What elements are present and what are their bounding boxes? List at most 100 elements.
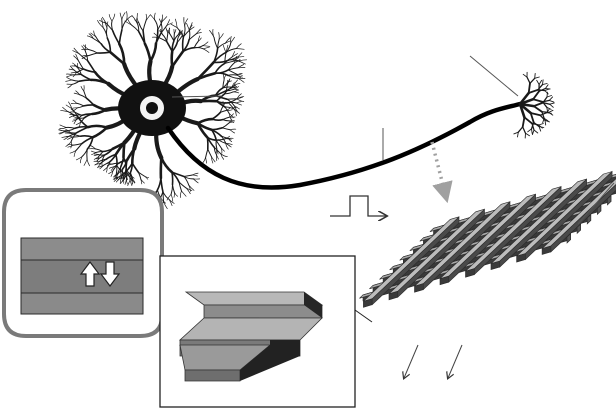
dendrite-branch <box>163 201 168 210</box>
dendrite-branch <box>173 29 177 35</box>
dendrite-branch <box>202 157 206 164</box>
dendrite-branch <box>207 148 212 158</box>
dendrite-branch <box>227 69 238 75</box>
terminal-branch <box>541 111 545 119</box>
output-arrow-2 <box>448 344 463 378</box>
dendrite-branch <box>65 131 77 134</box>
dendrite-branch <box>65 104 73 109</box>
dendrite-branch <box>178 181 187 189</box>
terminal-branch <box>538 87 546 92</box>
dendrite-branch <box>143 42 152 63</box>
dendrite-branch <box>136 17 140 24</box>
output-arrow-1 <box>404 344 419 378</box>
dendrite-branch <box>111 141 126 151</box>
dendrite-branch <box>205 148 209 158</box>
dendrite-branch <box>69 114 75 116</box>
dendrite-branch <box>150 14 155 21</box>
dendrite-branch <box>235 102 242 106</box>
dendrite-branch <box>99 160 103 166</box>
dendrite-branch <box>117 168 124 175</box>
top-layer <box>20 237 144 261</box>
dendrite-branch <box>149 42 158 63</box>
dendrite-branch <box>221 127 231 131</box>
dendrite-branch <box>220 135 227 144</box>
dendrite-branch <box>156 177 162 191</box>
dendrite-branch <box>93 156 99 160</box>
dendrite-branch <box>88 52 98 57</box>
dendrite-branch <box>227 74 239 79</box>
dendrite-branch <box>214 72 229 77</box>
dendrite-branch <box>86 159 90 167</box>
dendrite-branch <box>213 146 217 156</box>
dendrite-branch <box>71 119 77 122</box>
dendrite-branch <box>72 99 77 104</box>
dendrite-branch <box>119 12 123 20</box>
crossbar-column-top <box>414 201 511 287</box>
terminal-branch <box>532 90 540 101</box>
dendrite-branch <box>142 20 147 32</box>
dendrite-branch <box>86 59 96 74</box>
dendrite-branch <box>81 148 88 158</box>
terminal-branch <box>527 82 531 94</box>
dendrite-branch <box>234 59 241 64</box>
dendrite-branch <box>202 41 209 47</box>
dendrite-branch <box>75 114 83 121</box>
terminal-branch <box>544 84 549 90</box>
upper-electrode-top <box>184 291 324 306</box>
dendrite-branch <box>131 24 140 32</box>
dendrite-branch <box>111 30 121 45</box>
terminal-branch <box>525 132 530 137</box>
dendrite-branch <box>212 28 215 38</box>
dendrite-branch <box>230 35 232 44</box>
dendrite-branch <box>213 37 219 49</box>
dendrite-branch <box>70 141 72 149</box>
dendrite-branch <box>160 18 163 25</box>
dendrite-branch <box>82 104 95 107</box>
dendrite-branch <box>65 126 76 129</box>
dendrite-branch <box>93 30 97 38</box>
dendrite-branch <box>79 135 94 139</box>
dendrite-branch <box>160 25 168 33</box>
dendrite-branch <box>225 44 229 53</box>
dendrite-branch <box>196 122 209 139</box>
dendrite-branch <box>140 178 143 185</box>
dendrite-branch <box>76 102 85 107</box>
dendrite-branch <box>81 113 94 117</box>
lower-electrode-side <box>240 340 300 381</box>
crossbar-array-icon <box>359 170 616 308</box>
dendrite-branch <box>72 50 80 55</box>
dendrite-branch <box>196 72 217 81</box>
dendrite-branch <box>114 153 118 167</box>
terminal-branch <box>517 126 524 133</box>
zoom-box <box>159 255 373 408</box>
dendrite-tree <box>58 11 248 210</box>
axon-terminal <box>513 71 555 139</box>
dendrite-branch <box>161 16 168 22</box>
dendrite-branch <box>173 34 179 42</box>
dendrite-branch <box>175 18 178 28</box>
dendrite-branch <box>98 164 105 168</box>
crossbar-column-top <box>363 216 460 302</box>
neuron-icon <box>58 11 555 210</box>
axon <box>165 101 523 190</box>
dendrite-branch <box>193 41 199 49</box>
dendrite-branch <box>235 48 245 50</box>
terminal-branch <box>538 124 543 129</box>
upper-electrode-front <box>203 304 323 319</box>
dendrite-branch <box>154 19 159 30</box>
dendrite-branch <box>108 166 114 169</box>
dendrite-branch <box>215 139 218 149</box>
dendrite-branch <box>220 153 228 158</box>
dendrite-branch <box>125 147 136 162</box>
dendrite-branch <box>93 70 110 86</box>
dendrite-branch <box>105 153 117 161</box>
dendrite-branch <box>59 127 67 129</box>
dendrite-branch <box>193 47 204 50</box>
terminal-branch <box>536 79 540 85</box>
dendrite-branch <box>93 160 100 163</box>
dendrite-branch <box>213 146 222 155</box>
dendrite-branch <box>108 14 113 22</box>
dendrite-branch <box>211 111 222 120</box>
dendrite-branch <box>72 62 77 67</box>
nucleolus <box>146 102 158 114</box>
